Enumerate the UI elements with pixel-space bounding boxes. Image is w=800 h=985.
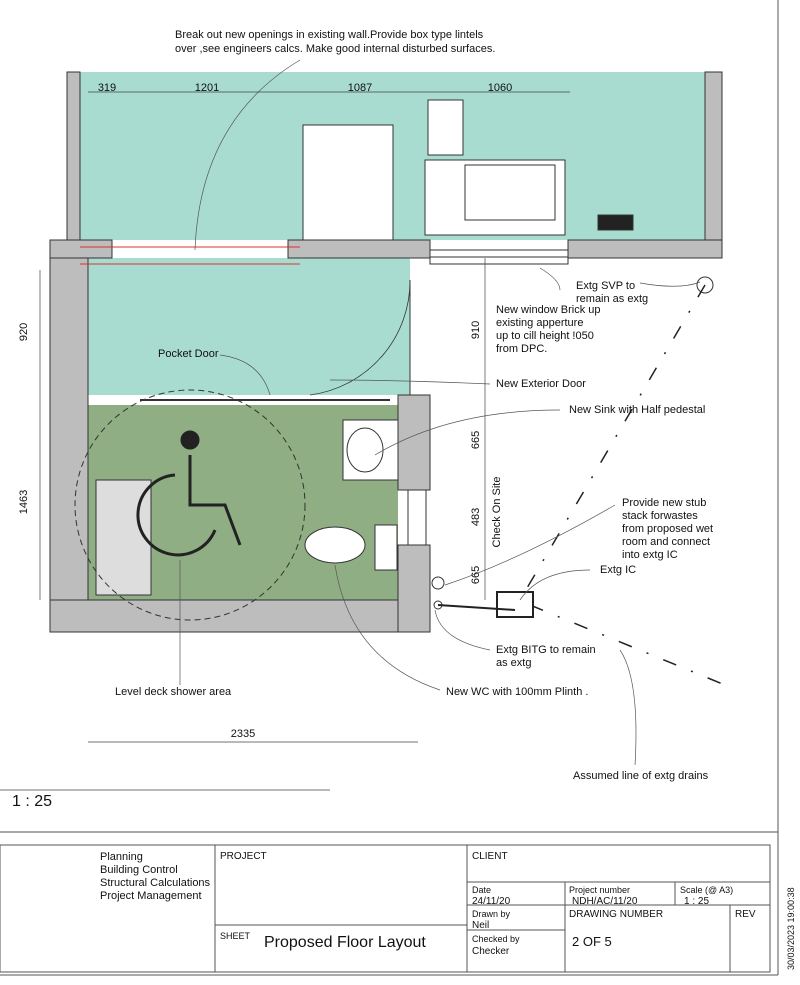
dim-right-1: 910 <box>470 321 482 339</box>
kitchen-fixtures <box>302 99 634 241</box>
note-openings-2: over ,see engineers calcs. Make good int… <box>175 43 495 55</box>
rev-label: REV <box>735 909 756 920</box>
dim-right-4: 665 <box>470 566 482 584</box>
sheet-label: SHEET <box>220 931 251 941</box>
project-number-label: Project number <box>569 885 630 895</box>
wetroom-fixtures <box>74 389 445 621</box>
note-ext-door: New Exterior Door <box>496 378 586 390</box>
exterior-door-swing <box>309 279 411 396</box>
title-block-frame <box>0 0 779 976</box>
note-window-2: existing apperture <box>496 317 583 329</box>
dimension-lines <box>0 91 570 791</box>
drawn-by-label: Drawn by <box>472 909 511 919</box>
note-pocket-door: Pocket Door <box>158 348 219 360</box>
note-drains: Assumed line of extg drains <box>573 770 709 782</box>
note-stub-1: Provide new stub <box>622 497 706 509</box>
note-shower: Level deck shower area <box>115 686 232 698</box>
note-window-4: from DPC. <box>496 343 547 355</box>
service-structural: Structural Calculations <box>100 877 211 889</box>
scale-a3-value: 1 : 25 <box>684 896 709 907</box>
drawing-number-value: 2 OF 5 <box>572 934 612 949</box>
accessibility-icon <box>136 430 242 557</box>
service-project-management: Project Management <box>100 890 202 902</box>
note-svp-2: remain as extg <box>576 293 648 305</box>
dim-left-1: 920 <box>18 323 30 341</box>
note-stub-2: stack forwastes <box>622 510 698 522</box>
checked-by-value: Checker <box>472 946 510 957</box>
note-bitg-2: as extg <box>496 657 531 669</box>
dim-left-2: 1463 <box>18 490 30 514</box>
sheet-title: Proposed Floor Layout <box>264 934 426 951</box>
date-label: Date <box>472 885 491 895</box>
dim-top-3: 1087 <box>348 82 372 94</box>
dim-top-2: 1201 <box>195 82 219 94</box>
client-label: CLIENT <box>472 851 508 862</box>
note-sink: New Sink with Half pedestal <box>569 404 705 416</box>
project-number-value: NDH/AC/11/20 <box>572 896 638 907</box>
project-label: PROJECT <box>220 851 267 862</box>
service-planning: Planning <box>100 851 143 863</box>
teal-floor-lobby <box>88 258 410 395</box>
drawn-by-value: Neil <box>472 920 489 931</box>
note-wc: New WC with 100mm Plinth . <box>446 686 588 698</box>
checked-by-label: Checked by <box>472 934 520 944</box>
note-stub-4: room and connect <box>622 536 710 548</box>
window <box>407 249 569 546</box>
check-on-site: Check On Site <box>491 477 503 548</box>
new-opening-lintels <box>80 246 300 265</box>
note-bitg-1: Extg BITG to remain <box>496 644 596 656</box>
dim-bottom: 2335 <box>231 728 255 740</box>
note-stub-5: into extg IC <box>622 549 678 561</box>
print-timestamp: 30/03/2023 19:00:38 <box>786 887 796 970</box>
note-window-1: New window Brick up <box>496 304 601 316</box>
note-svp-1: Extg SVP to <box>576 280 635 292</box>
date-value: 24/11/20 <box>472 896 511 907</box>
walls <box>49 71 723 633</box>
note-ic: Extg IC <box>600 564 636 576</box>
dim-top-1: 319 <box>98 82 116 94</box>
dim-top-4: 1060 <box>488 82 512 94</box>
inspection-chamber <box>496 591 534 618</box>
note-window-3: up to cill height !050 <box>496 330 594 342</box>
note-openings-1: Break out new openings in existing wall.… <box>175 29 484 41</box>
drawing-number-label: DRAWING NUMBER <box>569 909 663 920</box>
dim-right-2: 665 <box>470 431 482 449</box>
leader-lines <box>179 59 701 766</box>
scale-label: 1 : 25 <box>12 793 52 810</box>
dim-right-3: 483 <box>470 508 482 526</box>
service-building-control: Building Control <box>100 864 178 876</box>
scale-a3-label: Scale (@ A3) <box>680 885 733 895</box>
note-stub-3: from proposed wet <box>622 523 713 535</box>
